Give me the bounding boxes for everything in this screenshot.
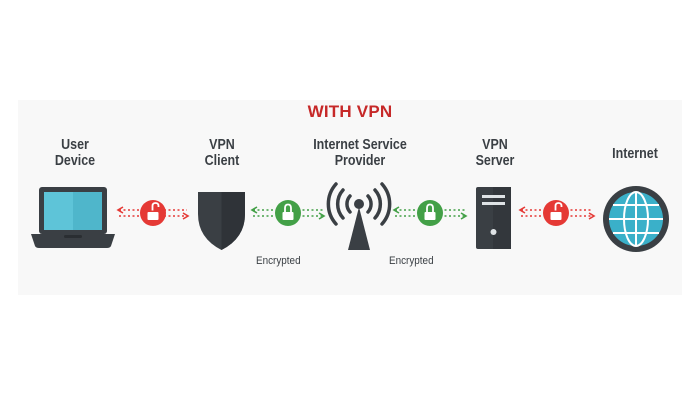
label-user-device: User Device xyxy=(54,137,96,169)
encrypted-note-1: Encrypted xyxy=(256,255,301,267)
link-user-to-client xyxy=(116,200,190,226)
server-icon xyxy=(476,187,511,249)
label-isp: Internet Service Provider xyxy=(313,137,407,169)
encrypted-note-2: Encrypted xyxy=(389,255,434,267)
diagram-title: WITH VPN xyxy=(307,102,393,121)
label-vpn-client: VPN Client xyxy=(204,137,240,169)
laptop-icon xyxy=(31,187,115,248)
link-client-to-isp xyxy=(250,200,326,226)
link-isp-to-server xyxy=(392,200,468,226)
shield-icon xyxy=(198,192,245,250)
unlocked-padlock-icon xyxy=(543,200,569,226)
link-server-to-internet xyxy=(518,200,596,226)
locked-padlock-icon xyxy=(275,200,301,226)
label-vpn-server: VPN Server xyxy=(475,137,515,169)
unlocked-padlock-icon xyxy=(140,200,166,226)
globe-icon xyxy=(603,186,669,252)
label-internet: Internet xyxy=(612,146,658,162)
antenna-icon xyxy=(326,182,392,250)
locked-padlock-icon xyxy=(417,200,443,226)
